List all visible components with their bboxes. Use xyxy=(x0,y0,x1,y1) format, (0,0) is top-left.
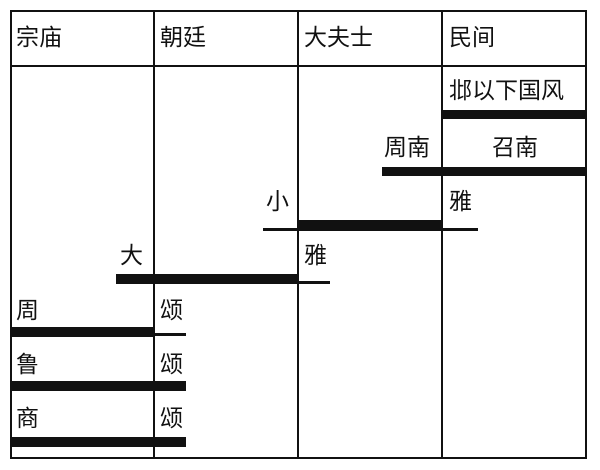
bar-guofeng xyxy=(443,110,585,119)
bar-lusong xyxy=(10,381,186,391)
label-bei-guofeng: 邶以下国风 xyxy=(449,78,564,104)
bar-zhousong xyxy=(10,327,154,337)
label-song-zhou: 颂 xyxy=(160,298,183,324)
column-header-minjian: 民间 xyxy=(449,25,495,51)
label-ya-daya: 雅 xyxy=(304,243,327,269)
column-divider-2 xyxy=(297,10,299,459)
bar-zhounan-shaonan xyxy=(382,167,585,176)
bar-xiaoya-thin xyxy=(263,228,478,231)
bar-zhousong-thin xyxy=(154,333,186,336)
column-header-zongmiao: 宗庙 xyxy=(16,25,62,51)
bar-shangsong xyxy=(10,437,186,447)
label-song-lu: 颂 xyxy=(160,352,183,378)
bar-daya xyxy=(116,274,298,284)
label-da: 大 xyxy=(120,243,143,269)
label-xiao: 小 xyxy=(266,189,289,215)
label-shaonan: 召南 xyxy=(492,135,538,161)
label-zhounan: 周南 xyxy=(384,135,430,161)
label-song-shang: 颂 xyxy=(160,406,183,432)
label-ya-xiaoya: 雅 xyxy=(449,189,472,215)
column-header-dafushi: 大夫士 xyxy=(304,25,373,51)
column-divider-1 xyxy=(153,10,155,459)
label-zhou: 周 xyxy=(16,298,39,324)
bar-daya-thin xyxy=(298,281,330,284)
label-lu: 鲁 xyxy=(16,352,39,378)
column-divider-3 xyxy=(441,10,443,459)
bar-xiaoya xyxy=(299,220,442,229)
column-header-chaoting: 朝廷 xyxy=(160,25,206,51)
header-divider xyxy=(10,65,587,67)
label-shang: 商 xyxy=(16,406,39,432)
